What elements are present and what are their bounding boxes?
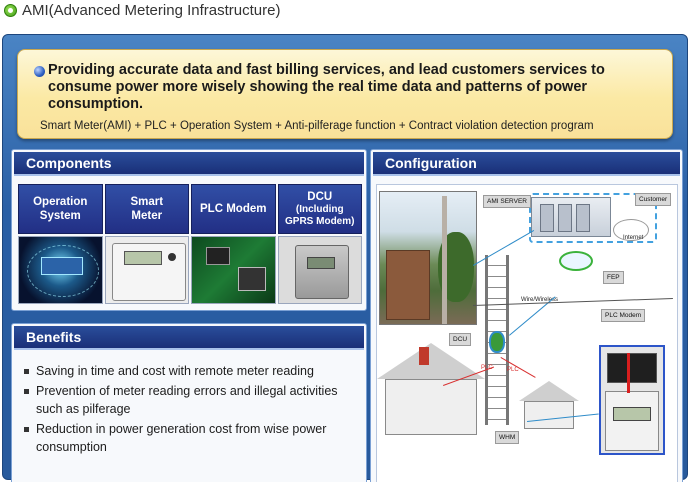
wire-wireless-link-icon bbox=[559, 251, 593, 271]
server-rack-icon bbox=[531, 197, 611, 237]
component-dcu: DCU (Including GPRS Modem) bbox=[277, 184, 362, 304]
summary-subline: Smart Meter(AMI) + PLC + Operation Syste… bbox=[40, 120, 594, 132]
dcu-node-icon bbox=[489, 331, 505, 353]
component-operation-system: Operation System bbox=[18, 184, 103, 304]
benefits-panel: Benefits Saving in time and cost with re… bbox=[11, 323, 367, 482]
benefits-header: Benefits bbox=[14, 326, 364, 350]
configuration-header-label: Configuration bbox=[385, 155, 477, 171]
list-item: Prevention of meter reading errors and i… bbox=[24, 382, 360, 418]
components-header: Components bbox=[14, 152, 364, 176]
content-frame: Providing accurate data and fast billing… bbox=[2, 34, 688, 482]
list-item: Reduction in power generation cost from … bbox=[24, 420, 360, 456]
house-icon bbox=[377, 343, 485, 437]
component-title: DCU (Including GPRS Modem) bbox=[277, 184, 362, 234]
operation-system-image bbox=[18, 236, 103, 304]
internet-label: Internet bbox=[623, 235, 644, 241]
list-item: Saving in time and cost with remote mete… bbox=[24, 362, 360, 380]
component-title: PLC Modem bbox=[191, 184, 276, 234]
benefits-list: Saving in time and cost with remote mete… bbox=[24, 362, 360, 458]
whm-label: WHM bbox=[495, 431, 520, 444]
server-network-box bbox=[529, 193, 657, 243]
summary-box: Providing accurate data and fast billing… bbox=[17, 49, 673, 139]
utility-pole-photo bbox=[379, 191, 477, 325]
page-title-bar: AMI(Advanced Metering Infrastructure) bbox=[4, 0, 280, 20]
bullet-icon bbox=[34, 66, 45, 77]
summary-headline: Providing accurate data and fast billing… bbox=[48, 62, 605, 112]
ami-server-label: AMI SERVER bbox=[483, 195, 531, 208]
plc-line-label: PLC bbox=[507, 367, 519, 373]
title-bullet-icon bbox=[4, 3, 17, 17]
component-title: Operation System bbox=[18, 184, 103, 234]
configuration-diagram: AMI SERVER Customer Internet FEP Wire/Wi… bbox=[376, 184, 678, 482]
plc-modem-label: PLC Modem bbox=[601, 309, 646, 322]
plc-modem-image bbox=[191, 236, 276, 304]
components-panel: Components Operation System Smart Meter bbox=[11, 149, 367, 311]
wire-wireless-label: Wire/Wireless bbox=[521, 297, 558, 303]
component-smart-meter: Smart Meter bbox=[104, 184, 189, 304]
page-title: AMI(Advanced Metering Infrastructure) bbox=[22, 1, 281, 19]
components-header-label: Components bbox=[26, 155, 112, 171]
internet-cloud-icon bbox=[613, 219, 649, 241]
customer-label: Customer bbox=[635, 193, 672, 206]
meter-photo bbox=[599, 345, 665, 455]
dcu-image bbox=[277, 236, 362, 304]
component-title: Smart Meter bbox=[104, 184, 189, 234]
configuration-header: Configuration bbox=[373, 152, 680, 176]
fep-label: FEP bbox=[603, 271, 624, 284]
house-small-icon bbox=[519, 381, 579, 429]
smart-meter-image bbox=[104, 236, 189, 304]
configuration-panel: Configuration AMI SERVER Customer Intern… bbox=[370, 149, 683, 482]
components-grid: Operation System Smart Meter PLC Modem bbox=[18, 184, 362, 304]
component-plc-modem: PLC Modem bbox=[191, 184, 276, 304]
benefits-header-label: Benefits bbox=[26, 329, 82, 345]
